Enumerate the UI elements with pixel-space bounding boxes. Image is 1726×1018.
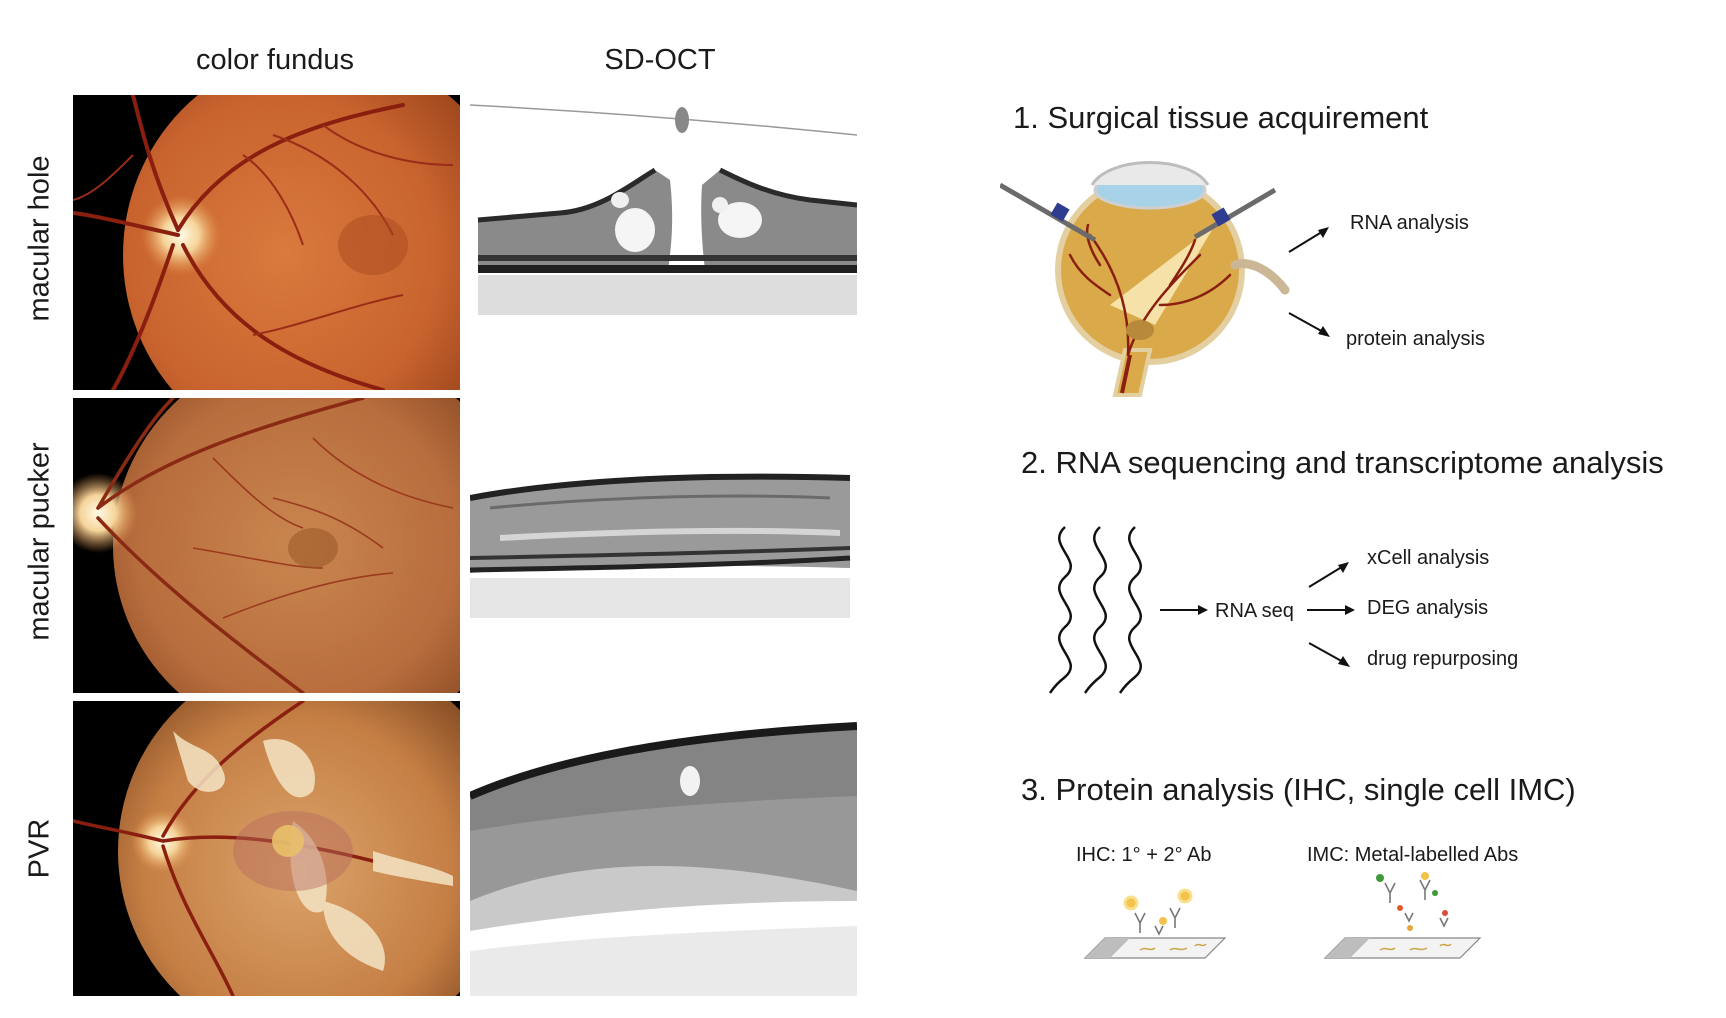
protein-analysis-label: protein analysis [1346,328,1485,350]
row-label-macular-hole: macular hole [23,155,56,322]
deg-analysis-label: DEG analysis [1367,597,1489,619]
arrow-to-drug-repurposing [1305,637,1355,672]
tissue-sample-icon [1230,255,1290,295]
oct-scan-macular-hole [470,95,857,390]
arrow-to-deg-analysis [1305,602,1357,618]
rna-strands-icon [1040,525,1160,695]
fundus-image-macular-pucker [73,398,460,693]
arrow-to-rna-seq [1158,602,1210,618]
step2-title: 2. RNA sequencing and transcriptome anal… [1021,445,1664,480]
arrow-to-protein-analysis [1285,307,1335,342]
row-label-pvr: PVR [23,818,56,879]
drug-repurposing-label: drug repurposing [1367,648,1519,670]
column-header-color-fundus: color fundus [196,44,354,76]
ihc-slide-illustration [1075,878,1235,963]
imc-label: IMC: Metal-labelled Abs [1307,844,1519,866]
arrow-to-xcell-analysis [1305,557,1355,592]
row-label-macular-pucker: macular pucker [23,442,56,641]
xcell-analysis-label: xCell analysis [1367,547,1490,569]
step3-title: 3. Protein analysis (IHC, single cell IM… [1021,772,1576,807]
rna-analysis-label: RNA analysis [1350,212,1469,234]
fundus-image-macular-hole [73,95,460,390]
arrow-to-rna-analysis [1285,222,1335,257]
eye-surgery-illustration [1000,155,1290,400]
imc-slide-illustration [1305,868,1495,963]
oct-scan-pvr [470,701,857,996]
ihc-label: IHC: 1° + 2° Ab [1076,844,1212,866]
column-header-sd-oct: SD-OCT [604,44,716,76]
oct-scan-macular-pucker [470,398,857,693]
rna-seq-label: RNA seq [1215,600,1294,622]
step1-title: 1. Surgical tissue acquirement [1013,100,1429,135]
fundus-image-pvr [73,701,460,996]
